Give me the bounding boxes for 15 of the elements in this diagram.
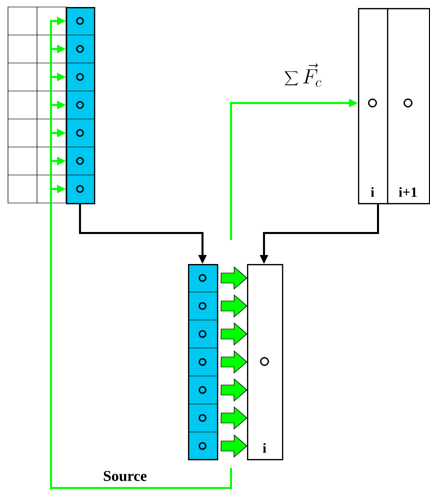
cell-box: i [358,8,388,204]
cell-box: i [247,264,284,460]
block-arrow [220,294,248,318]
block-arrow [220,406,248,430]
cell-box: i+1 [387,8,430,204]
edge-label: $\sum\vec{F}_c$ [284,63,322,87]
block-arrow [220,322,248,346]
arrow [50,16,232,489]
block-arrow [220,350,248,374]
block-arrow [220,266,248,290]
cell-column [66,7,96,204]
edge-label: Source [104,470,147,482]
cell-column [188,264,218,460]
block-arrow [220,378,248,402]
block-arrow [220,434,248,458]
